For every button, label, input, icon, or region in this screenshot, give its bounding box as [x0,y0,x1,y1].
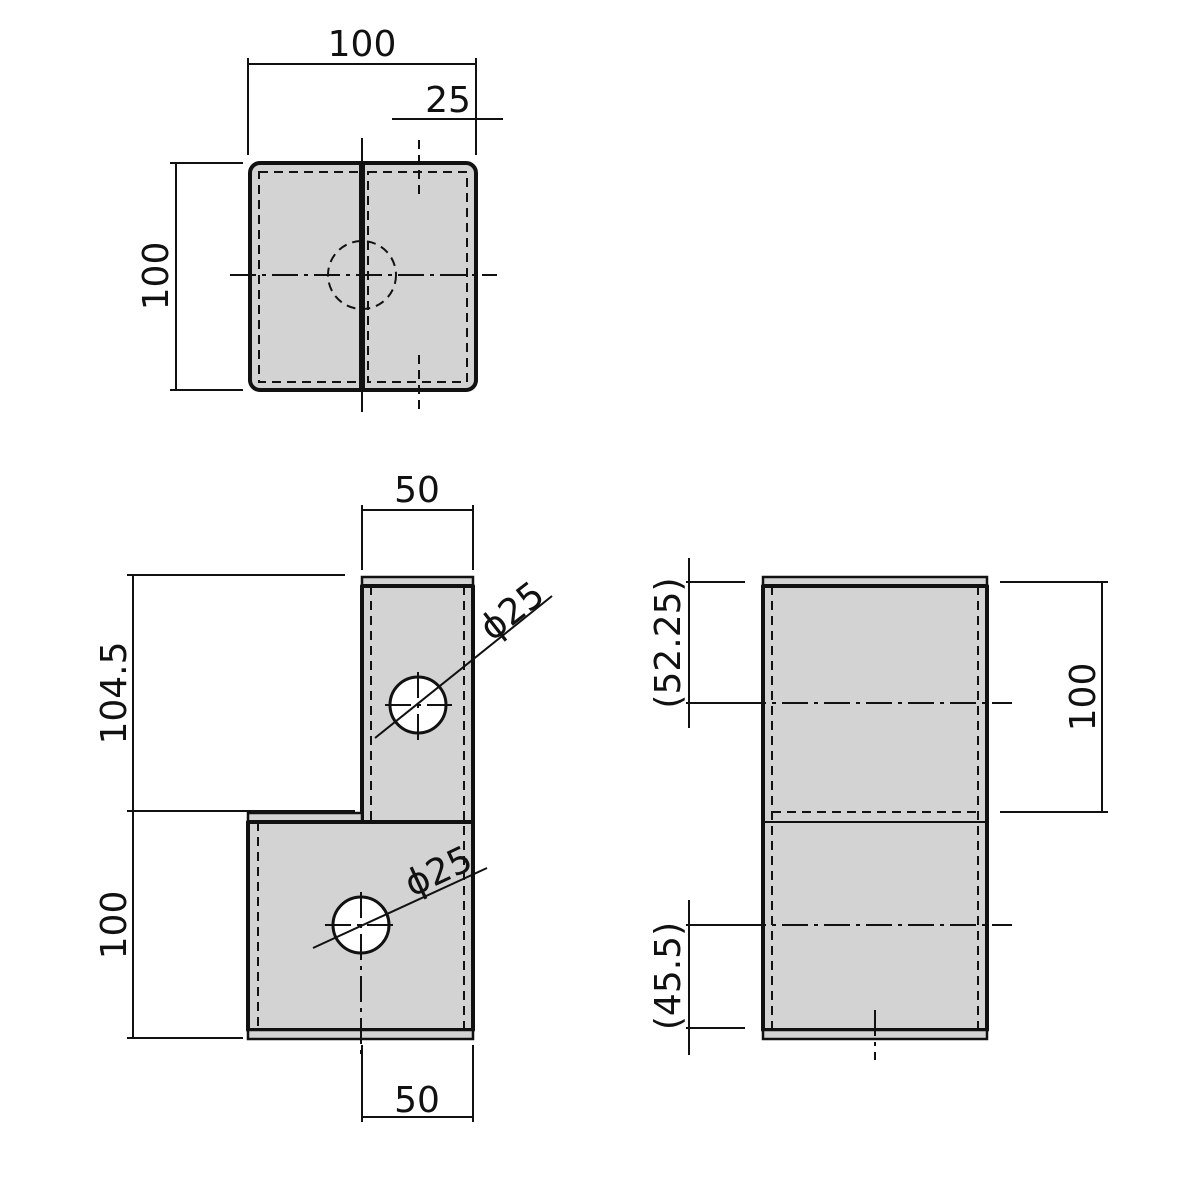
side-height-label: 100 [1063,663,1104,732]
top-height-label: 100 [136,242,177,311]
top-offset-label: 25 [425,80,471,121]
front-upper-height-label: 104.5 [94,641,135,744]
front-top-width-dimension: 50 [361,470,474,570]
side-lower-ref-dimension: (45.5) [648,900,745,1055]
front-view: ϕ25 ϕ25 50 50 104.5 100 [94,470,553,1122]
front-bottom-width-label: 50 [394,1080,440,1121]
side-upper-ref-dimension: (52.25) [648,558,745,728]
side-height-dimension: 100 [1000,581,1108,813]
upper-hole-leader [374,595,553,739]
front-top-width-label: 50 [394,470,440,511]
upper-hole-label: ϕ25 [472,574,552,649]
side-lower-ref-label: (45.5) [648,922,689,1030]
top-view-hidden-right [367,171,468,383]
side-view: (52.25) (45.5) 100 [648,558,1108,1060]
top-offset-dimension: 25 [392,80,503,121]
top-width-label: 100 [328,24,397,65]
front-bottom-width-dimension: 50 [361,1045,474,1122]
top-view-hidden-left [258,171,361,383]
top-view: 100 25 100 [136,24,503,412]
front-lower-height-label: 100 [94,891,135,960]
top-width-dimension: 100 [247,24,477,155]
front-upper-height-dimension: 104.5 [94,574,355,812]
side-upper-ref-label: (52.25) [648,577,689,708]
front-lower-height-dimension: 100 [94,811,243,1039]
lower-hole-leader [312,867,488,949]
top-height-dimension: 100 [136,162,243,391]
side-body [761,584,989,1032]
